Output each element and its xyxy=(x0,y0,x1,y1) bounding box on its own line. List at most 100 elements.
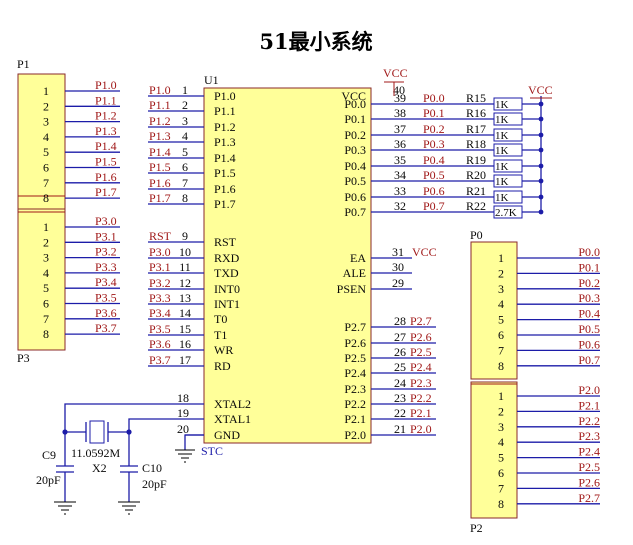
u1-left-pin-number: 11 xyxy=(179,260,191,274)
u1-left-pin-number: 1 xyxy=(182,83,188,97)
u1-right-net-label: P0.2 xyxy=(423,122,445,136)
u1-right-pin-number: 21 xyxy=(394,422,406,436)
resistor-ref: R21 xyxy=(466,184,486,198)
u1-left-pin-name: T1 xyxy=(214,328,227,342)
p2-body xyxy=(470,381,518,519)
p0-net-label: P0.5 xyxy=(578,322,600,336)
p2-net-label: P2.4 xyxy=(578,445,600,459)
x2-ref: X2 xyxy=(92,461,107,475)
u1-left-net-label: P3.7 xyxy=(149,353,171,367)
u1-left-net-label: P1.5 xyxy=(149,160,171,174)
vcc-symbol-top: VCC xyxy=(383,66,408,96)
u1-right-net-label: P0.0 xyxy=(423,91,445,105)
p1-net-label: P1.5 xyxy=(95,155,117,169)
p2-net-label: P2.2 xyxy=(578,414,600,428)
resistor-value: 1K xyxy=(495,114,509,126)
p3-pin-number: 3 xyxy=(43,251,49,265)
resistor-ref: R15 xyxy=(466,91,486,105)
resistor-ref: R19 xyxy=(466,153,486,167)
u1-right-pin-number: 30 xyxy=(392,260,404,274)
p0-pin-number: 2 xyxy=(498,266,504,280)
u1-right-pin-name: EA xyxy=(350,251,366,265)
u1-right-pin-name: P0.5 xyxy=(344,174,366,188)
u1-left-pin-number: 7 xyxy=(182,176,188,190)
u1-left-pin-name: RD xyxy=(214,359,231,373)
u1-right-pin-name: P0.1 xyxy=(344,112,366,126)
u1-right-pin-name: P2.6 xyxy=(344,336,366,350)
p0-pin-number: 4 xyxy=(498,297,504,311)
u1-right-pin-number: 25 xyxy=(394,360,406,374)
c9-value: 20pF xyxy=(36,473,61,487)
p0-net-label: P0.4 xyxy=(578,307,600,321)
p0-net-label: P0.3 xyxy=(578,291,600,305)
resistor-ref: R17 xyxy=(466,122,486,136)
u1-left-pin-name: RST xyxy=(214,235,237,249)
resistor-value: 1K xyxy=(495,99,509,111)
p1-pin-number: 4 xyxy=(43,130,49,144)
u1-right-pin-number: 22 xyxy=(394,406,406,420)
u1-left-pin-name: WR xyxy=(214,343,233,357)
p1-net-label: P1.3 xyxy=(95,124,117,138)
u1-left-pin-name: P1.2 xyxy=(214,120,236,134)
u1-right-pin-number: 39 xyxy=(394,91,406,105)
u1-left-pin-number: 13 xyxy=(179,291,191,305)
u1-right-pin-name: PSEN xyxy=(337,282,367,296)
p3-net-label: P3.0 xyxy=(95,214,117,228)
p3-pin-number: 5 xyxy=(43,281,49,295)
u1-left-net-label: P3.2 xyxy=(149,276,171,290)
u1-left-pin-number: 3 xyxy=(182,114,188,128)
ea-net-label: VCC xyxy=(412,245,437,259)
p1-pin-number: 3 xyxy=(43,115,49,129)
u1-left-pin-number: 9 xyxy=(182,229,188,243)
u1-bottom-pin-number: 18 xyxy=(177,391,189,405)
p2-pin-number: 8 xyxy=(498,497,504,511)
p0-pin-number: 7 xyxy=(498,343,504,357)
p3-ref: P3 xyxy=(17,351,30,365)
u1-left-pin-number: 2 xyxy=(182,98,188,112)
p1-pin-number: 2 xyxy=(43,99,49,113)
u1-left-pin-number: 12 xyxy=(179,276,191,290)
p1-pin-number: 5 xyxy=(43,145,49,159)
u1-right-net-label: P2.3 xyxy=(410,376,432,390)
u1-right-net-label: P0.5 xyxy=(423,168,445,182)
p3-net-label: P3.3 xyxy=(95,260,117,274)
resistor-ref: R22 xyxy=(466,199,486,213)
resistor-value: 1K xyxy=(495,161,509,173)
u1-right-pin-name: P2.7 xyxy=(344,320,366,334)
resistor-value: 1K xyxy=(495,176,509,188)
u1-left-pin-name: P1.4 xyxy=(214,151,236,165)
u1-left-pin-name: INT1 xyxy=(214,297,240,311)
p0-ref: P0 xyxy=(470,228,483,242)
u1-left-net-label: P1.6 xyxy=(149,176,171,190)
p1-net-label: P1.6 xyxy=(95,170,117,184)
u1-left-pin-name: P1.3 xyxy=(214,135,236,149)
schematic-title: 51最小系统 xyxy=(259,29,372,54)
u1-right-net-label: P2.4 xyxy=(410,360,432,374)
p2-pin-number: 4 xyxy=(498,435,504,449)
u1-left-pin-number: 4 xyxy=(182,129,188,143)
resistor-value: 1K xyxy=(495,192,509,204)
p2-net-label: P2.6 xyxy=(578,475,600,489)
u1-left-pin-name: P1.7 xyxy=(214,197,236,211)
u1-left-pin-name: P1.1 xyxy=(214,104,236,118)
p2-net-label: P2.5 xyxy=(578,460,600,474)
u1-right-pin-name: P2.3 xyxy=(344,382,366,396)
u1-right-pin-name: P0.0 xyxy=(344,97,366,111)
p3-net-label: P3.4 xyxy=(95,275,117,289)
ground-symbol-c9 xyxy=(54,501,76,515)
u1-left-pin-number: 15 xyxy=(179,322,191,336)
p3-net-label: P3.1 xyxy=(95,229,117,243)
u1-left-pin-name: RXD xyxy=(214,251,240,265)
p0-pin-number: 1 xyxy=(498,251,504,265)
u1-left-net-label: P3.5 xyxy=(149,322,171,336)
ground-symbol-u1: STC xyxy=(175,434,223,463)
p2-net-label: P2.1 xyxy=(578,398,600,412)
p3-body xyxy=(17,208,66,351)
u1-right-pin-number: 27 xyxy=(394,330,406,344)
u1-bottom-pin-name: XTAL1 xyxy=(214,412,251,426)
p2-pin-number: 5 xyxy=(498,451,504,465)
xtal1-wire xyxy=(128,418,185,432)
u1-right-net-label: P0.3 xyxy=(423,137,445,151)
resistor-ref: R16 xyxy=(466,106,486,120)
